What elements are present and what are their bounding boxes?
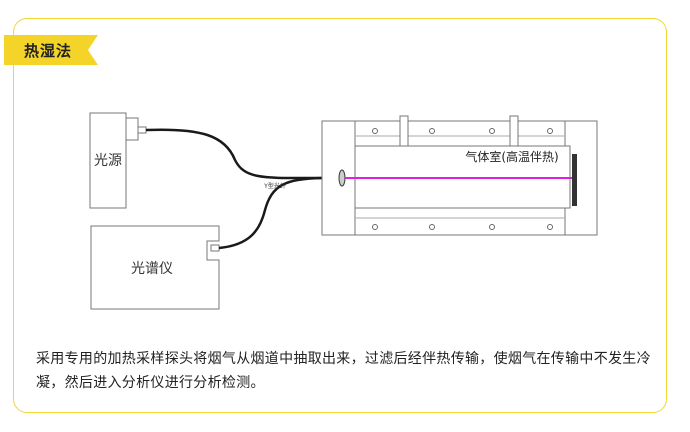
fiber-branch-source (145, 128, 323, 180)
light-source-label: 光源 (94, 153, 122, 169)
fiber-label: Y型光纤 (263, 182, 286, 190)
section-tag: 热湿法 (4, 35, 98, 65)
spectrometer: 光谱仪 (90, 225, 220, 310)
fiber-branch-spectrometer (218, 176, 323, 250)
tag-background (4, 35, 98, 65)
gas-chamber: 气体室(高温伴热) (321, 115, 598, 236)
section-title: 热湿法 (24, 42, 73, 60)
y-fiber (145, 128, 323, 250)
light-source: 光源 (89, 112, 147, 209)
chamber-label: 气体室(高温伴热) (465, 149, 558, 164)
caption-text: 采用专用的加热采样探头将烟气从烟道中抽取出来，过滤后经伴热传输，使烟气在传输中不… (36, 351, 651, 391)
spectrometer-label: 光谱仪 (131, 261, 173, 277)
